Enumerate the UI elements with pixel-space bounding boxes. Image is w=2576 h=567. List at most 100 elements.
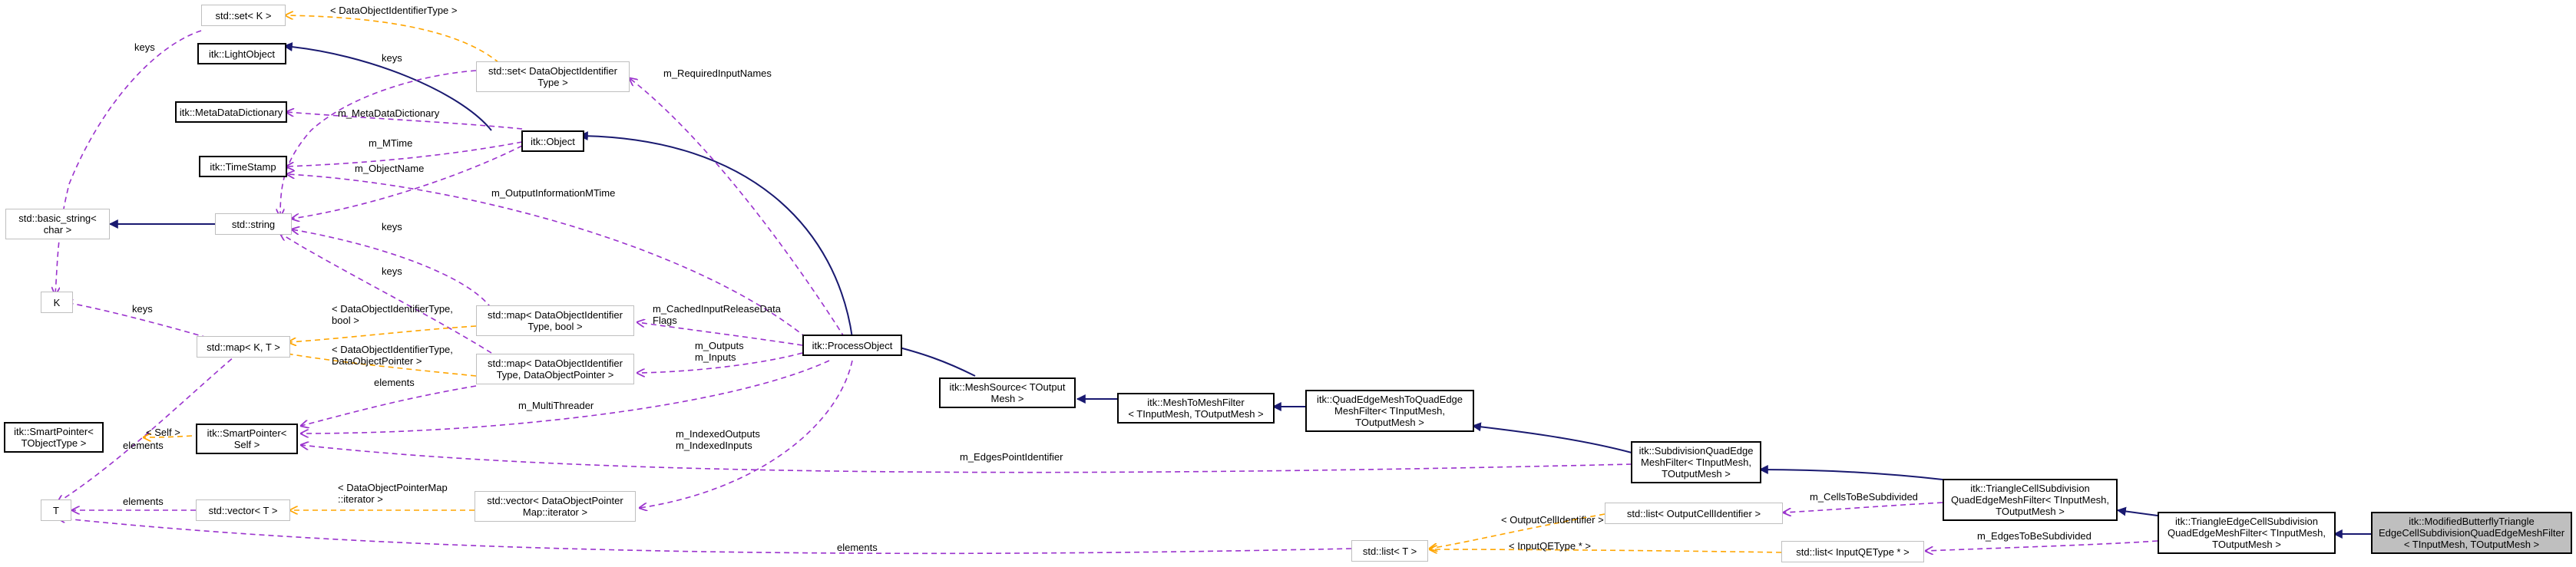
edge-label: < DataObjectIdentifierType,DataObjectPoi…: [332, 344, 453, 367]
edge-edges-to-be-subdivided: [1926, 540, 2158, 551]
edge-labels: < DataObjectIdentifierType > keys keys m…: [123, 5, 2092, 553]
edge-doi-bool-to-mapkt: [289, 325, 477, 342]
edge-edges-point-identifier: [301, 445, 1632, 473]
edge-label-line: < DataObjectPointerMap: [338, 482, 448, 493]
edge-label: < DataObjectIdentifierType,bool >: [332, 303, 453, 326]
edge-trianglecell-to-subdivision: [1758, 465, 1943, 480]
edge-cached-input-release: [637, 322, 803, 346]
edge-label-line: m_IndexedInputs: [676, 440, 752, 451]
edge-doi-dop-to-mapkt: [275, 351, 477, 377]
edge-label: keys: [134, 41, 155, 53]
inheritance-edges: [108, 42, 2371, 539]
node-itk-object[interactable]: itk::Object: [521, 130, 584, 152]
edge-label: keys: [382, 265, 402, 277]
edge-subdivision-to-qetoqe: [1471, 422, 1632, 453]
node-itk-time-stamp[interactable]: itk::TimeStamp: [199, 156, 287, 177]
edge-indexed-outputs-inputs: [640, 360, 853, 508]
edge-label: < DataObjectIdentifierType >: [330, 5, 457, 16]
node-itk-mesh-to-mesh-filter[interactable]: itk::MeshToMeshFilter < TInputMesh, TOut…: [1117, 393, 1275, 424]
edge-label: m_EdgesPointIdentifier: [960, 451, 1063, 463]
edge-label: m_RequiredInputNames: [663, 68, 772, 79]
edge-label-line: m_Inputs: [695, 351, 736, 363]
edge-label-line: < DataObjectIdentifierType,: [332, 303, 453, 315]
edge-label-line: m_Outputs: [695, 340, 744, 351]
edge-required-input-names: [630, 78, 845, 338]
node-std-vector-t[interactable]: std::vector< T >: [196, 499, 290, 521]
node-std-list-input-qe-type[interactable]: std::list< InputQEType * >: [1781, 541, 1924, 562]
edge-label-line: < DataObjectIdentifierType,: [332, 344, 453, 355]
node-itk-subdivision-qe-mesh-filter[interactable]: itk::SubdivisionQuadEdge MeshFilter< TIn…: [1631, 441, 1761, 483]
node-itk-triangle-edge-cell-subdivision[interactable]: itk::TriangleEdgeCellSubdivision QuadEdg…: [2158, 512, 2336, 554]
edge-mtime: [286, 141, 523, 166]
node-std-list-t[interactable]: std::list< T >: [1351, 540, 1428, 562]
edge-label: keys: [382, 52, 402, 64]
node-std-map-kt[interactable]: std::map< K, T >: [197, 336, 290, 358]
edge-label: elements: [374, 377, 415, 388]
edge-label: m_OutputInformationMTime: [491, 187, 615, 199]
edge-triangleedge-to-trianglecell: [2116, 506, 2158, 516]
edge-label: m_ObjectName: [355, 163, 424, 174]
edge-output-information-mtime: [287, 174, 807, 338]
edge-elements-mapkt-to-t: [58, 346, 246, 503]
node-itk-triangle-cell-subdivision[interactable]: itk::TriangleCellSubdivision QuadEdgeMes…: [1943, 479, 2118, 521]
edge-label: elements: [123, 440, 164, 451]
edge-label: < InputQEType * >: [1509, 540, 1591, 552]
usage-edges: [55, 30, 2158, 555]
edge-keys-setdoi-to-string: [280, 70, 477, 216]
edge-label: < DataObjectPointerMap::iterator >: [338, 482, 448, 505]
node-itk-process-object[interactable]: itk::ProcessObject: [802, 335, 902, 356]
node-k[interactable]: K: [41, 292, 73, 313]
node-itk-smart-pointer-tobjecttype[interactable]: itk::SmartPointer< TObjectType >: [4, 422, 104, 453]
edge-label-line: DataObjectPointer >: [332, 355, 422, 367]
node-std-vector-dop-map-iterator[interactable]: std::vector< DataObjectPointer Map::iter…: [475, 491, 636, 522]
node-std-set-k[interactable]: std::set< K >: [201, 5, 286, 26]
edge-label: m_CellsToBeSubdivided: [1810, 491, 1918, 503]
node-itk-mesh-source[interactable]: itk::MeshSource< TOutput Mesh >: [939, 377, 1076, 408]
edge-label: keys: [382, 221, 402, 232]
edge-elements-mapdoidop-to-smartptr: [301, 385, 477, 426]
node-std-map-doi-bool[interactable]: std::map< DataObjectIdentifier Type, boo…: [476, 305, 634, 336]
edge-self-to-smartptr-t: [144, 436, 193, 437]
edge-keys-mapdoidop-to-string: [280, 233, 492, 354]
edge-label: elements: [123, 496, 164, 507]
node-itk-modified-butterfly-filter[interactable]: itk::ModifiedButterflyTriangle EdgeCellS…: [2371, 512, 2572, 554]
edge-label: m_MTime: [369, 137, 412, 149]
edge-label-line: m_CachedInputReleaseData: [653, 303, 782, 315]
edge-object-to-lightobject: [283, 42, 492, 131]
edge-label-line: ::iterator >: [338, 493, 383, 505]
edge-object-name: [292, 145, 523, 219]
edge-label: keys: [132, 303, 153, 315]
edge-keys-mapkt-to-k: [65, 302, 208, 338]
edge-label-line: Flags: [653, 315, 677, 326]
edge-elements-listt-to-t: [58, 518, 1352, 555]
node-itk-smart-pointer-self[interactable]: itk::SmartPointer< Self >: [196, 424, 298, 454]
edge-label: m_MetaDataDictionary: [338, 107, 440, 119]
edge-keys-setk-to-k: [55, 30, 202, 295]
template-edges: [144, 15, 1782, 552]
node-itk-light-object[interactable]: itk::LightObject: [197, 43, 286, 64]
node-std-set-doi-type[interactable]: std::set< DataObjectIdentifier Type >: [476, 61, 630, 92]
edge-label: m_EdgesToBeSubdivided: [1977, 530, 2092, 542]
edge-label: elements: [837, 542, 878, 553]
edge-label-line: bool >: [332, 315, 359, 326]
edge-label: < Self >: [146, 427, 180, 438]
edge-keys-mapdoibool-to-string: [292, 229, 492, 309]
edge-label-line: m_IndexedOutputs: [676, 428, 760, 440]
edge-output-cell-identifier: [1430, 513, 1605, 549]
edge-label: m_MultiThreader: [518, 400, 594, 411]
node-itk-meta-data-dictionary[interactable]: itk::MetaDataDictionary: [175, 101, 287, 123]
node-itk-qe-to-qe-mesh-filter[interactable]: itk::QuadEdgeMeshToQuadEdge MeshFilter< …: [1305, 390, 1474, 432]
node-std-string[interactable]: std::string: [215, 213, 292, 235]
node-std-basic-string[interactable]: std::basic_string< char >: [5, 209, 110, 239]
node-std-list-output-cell-identifier[interactable]: std::list< OutputCellIdentifier >: [1605, 503, 1783, 524]
edge-processobject-to-object: [578, 131, 853, 338]
node-t[interactable]: T: [41, 499, 71, 521]
node-std-map-doi-dop[interactable]: std::map< DataObjectIdentifier Type, Dat…: [476, 354, 634, 384]
edge-doi-type-setdoi-to-setk: [286, 15, 500, 64]
edge-multi-threader: [301, 360, 830, 433]
edge-input-qe-type: [1430, 549, 1782, 552]
